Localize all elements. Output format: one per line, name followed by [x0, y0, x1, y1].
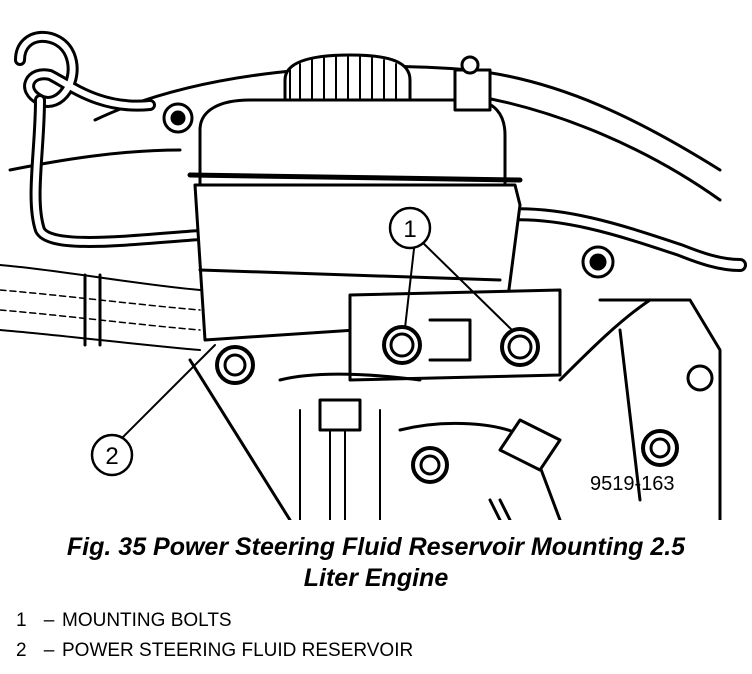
legend-number: 2 [16, 640, 27, 661]
legend-item-mounting-bolts: 1–MOUNTING BOLTS [16, 606, 736, 636]
reservoir-mounting-diagram: 1 2 9519-163 [0, 30, 747, 520]
legend-number: 1 [16, 610, 27, 631]
callout-2-label: 2 [105, 443, 118, 470]
legend-separator: – [43, 610, 55, 631]
mounting-bolt [500, 327, 540, 367]
figure-caption: Fig. 35 Power Steering Fluid Reservoir M… [0, 532, 752, 594]
legend-text: POWER STEERING FLUID RESERVOIR [62, 640, 414, 661]
part-number: 9519-163 [590, 473, 675, 495]
callout-1: 1 [388, 206, 432, 250]
caption-line-1: Fig. 35 Power Steering Fluid Reservoir M… [66, 533, 686, 561]
legend-text: MOUNTING BOLTS [62, 610, 232, 631]
callout-1-label: 1 [403, 216, 416, 243]
callout-1-leader-b [419, 239, 513, 331]
reservoir-tank [198, 98, 507, 187]
legend: 1–MOUNTING BOLTS 2–POWER STEERING FLUID … [16, 606, 736, 666]
callout-2-leader [119, 344, 216, 441]
callout-2: 2 [90, 433, 134, 477]
callout-1-leader-a [404, 239, 416, 329]
caption-line-2: Liter Engine [303, 564, 449, 592]
legend-separator: – [43, 640, 55, 661]
legend-item-reservoir: 2–POWER STEERING FLUID RESERVOIR [16, 636, 736, 666]
mounting-bolt [382, 325, 422, 365]
